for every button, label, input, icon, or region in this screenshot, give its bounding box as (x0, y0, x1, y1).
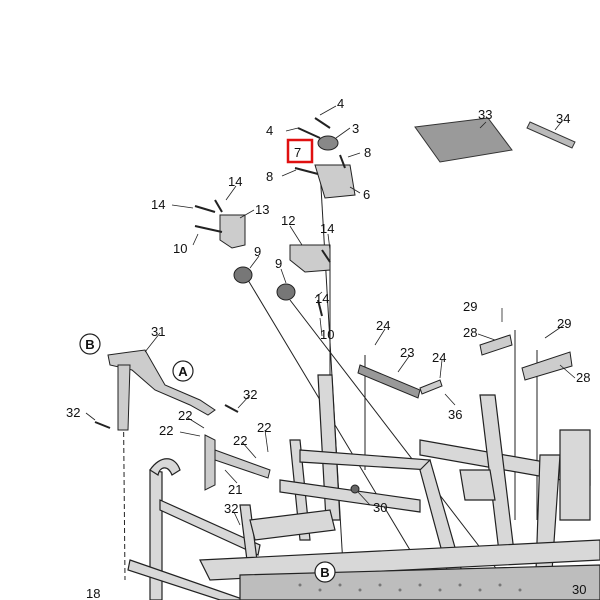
part-34-strip (526, 121, 576, 149)
part-label-23[interactable]: 23 (400, 345, 414, 360)
part-6-bracket (314, 164, 356, 199)
part-9-mount (276, 283, 296, 301)
part-4-bolt (297, 127, 321, 139)
callout-circle-b (79, 333, 101, 355)
part-36-clip (419, 379, 443, 395)
part-8-bolt (294, 167, 319, 175)
callout-circle-b (314, 561, 336, 583)
part-label-10[interactable]: 10 (173, 241, 187, 256)
part-23-rail (357, 364, 421, 399)
part-label-31[interactable]: 31 (151, 324, 165, 339)
part-32-bolt (94, 421, 111, 429)
part-label-32[interactable]: 32 (243, 387, 257, 402)
part-8-bolt (339, 154, 346, 169)
part-12-bracket (289, 244, 331, 273)
callout-b-label[interactable]: B (320, 565, 329, 580)
part-14-bolt (321, 249, 331, 263)
part-label-32[interactable]: 32 (224, 501, 238, 516)
part-label-12[interactable]: 12 (281, 213, 295, 228)
part-28-bracket (521, 351, 573, 381)
part-label-8[interactable]: 8 (266, 169, 273, 184)
part-label-32[interactable]: 32 (66, 405, 80, 420)
part-33-plate (414, 117, 513, 163)
part-10-bolt (317, 299, 323, 317)
part-28-bracket (479, 334, 513, 356)
part-label-9[interactable]: 9 (254, 244, 261, 259)
part-label-34[interactable]: 34 (556, 111, 570, 126)
leader-line (247, 279, 441, 600)
part-label-3[interactable]: 3 (352, 121, 359, 136)
part-label-14[interactable]: 14 (228, 174, 242, 189)
part-21-plate (214, 449, 271, 479)
part-label-14[interactable]: 14 (315, 291, 329, 306)
part-label-10[interactable]: 10 (320, 327, 334, 342)
part-3-grommet (317, 135, 339, 151)
part-13-bracket (219, 214, 246, 249)
part-32-bolt (224, 404, 239, 413)
part-21-bracket (204, 434, 216, 491)
part-label-6[interactable]: 6 (363, 187, 370, 202)
part-label-33[interactable]: 33 (478, 107, 492, 122)
part-label-28[interactable]: 28 (576, 370, 590, 385)
part-label-4[interactable]: 4 (266, 123, 273, 138)
part-label-24[interactable]: 24 (432, 350, 446, 365)
part-label-21[interactable]: 21 (228, 482, 242, 497)
part-label-22[interactable]: 22 (257, 420, 271, 435)
part-label-29[interactable]: 29 (463, 299, 477, 314)
part-4-bolt (314, 117, 331, 129)
callout-b-label[interactable]: B (85, 337, 94, 352)
callout-circle-a (172, 360, 194, 382)
leader-line (289, 299, 506, 581)
part-14-bolt (214, 199, 223, 213)
part-label-22[interactable]: 22 (178, 408, 192, 423)
callout-a-label[interactable]: A (178, 364, 188, 379)
part-label-30[interactable]: 30 (373, 500, 387, 515)
part-label-9[interactable]: 9 (275, 256, 282, 271)
part-14-bolt (194, 205, 216, 213)
part-30-bolt (350, 484, 360, 494)
part-label-30[interactable]: 30 (572, 582, 586, 597)
part-label-8[interactable]: 8 (364, 145, 371, 160)
part-label-14[interactable]: 14 (320, 221, 334, 236)
part-10-bolt (194, 225, 223, 233)
part-label-24[interactable]: 24 (376, 318, 390, 333)
part-label-22[interactable]: 22 (159, 423, 173, 438)
part-label-14[interactable]: 14 (151, 197, 165, 212)
highlight-box (286, 138, 314, 164)
part-label-29[interactable]: 29 (557, 316, 571, 331)
part-label-18[interactable]: 18 (86, 586, 100, 600)
part-label-4[interactable]: 4 (337, 96, 344, 111)
part-31-leg (117, 364, 131, 431)
part-label-22[interactable]: 22 (233, 433, 247, 448)
floor-pattern (298, 583, 522, 592)
part-label-28[interactable]: 28 (463, 325, 477, 340)
part-label-13[interactable]: 13 (255, 202, 269, 217)
part-9-mount (233, 266, 253, 284)
part-label-7[interactable]: 7 (294, 145, 301, 160)
part-label-36[interactable]: 36 (448, 407, 462, 422)
